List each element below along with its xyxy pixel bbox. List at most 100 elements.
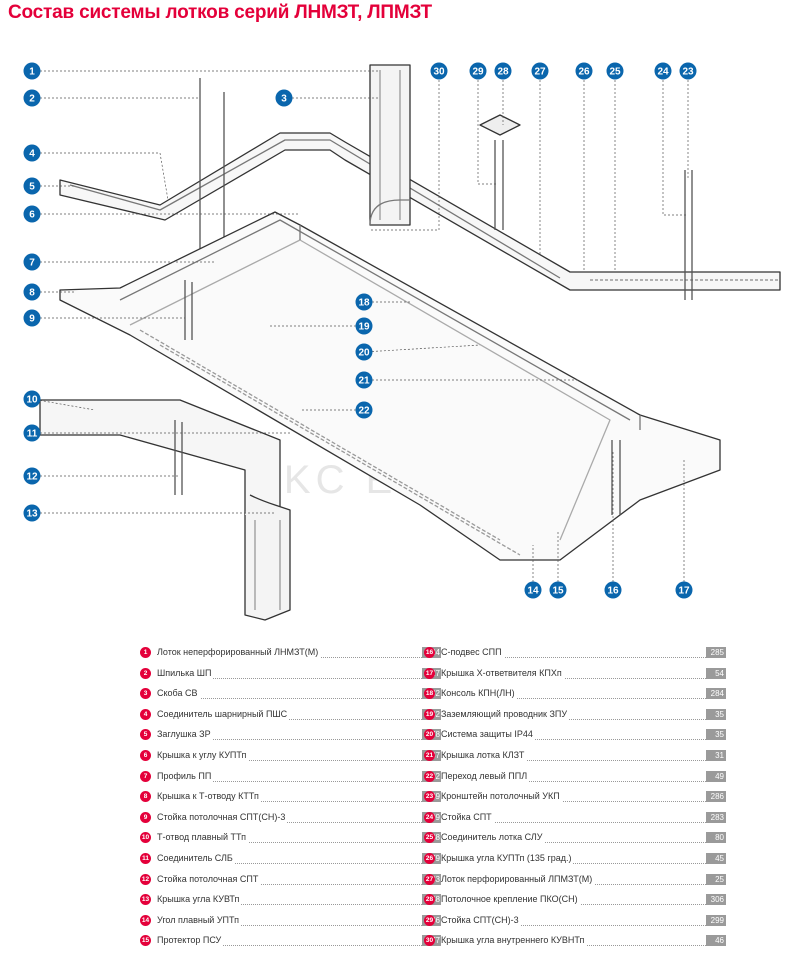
- leader-dots: [441, 677, 706, 679]
- callout-17: 17: [675, 581, 693, 599]
- callout-2: 2: [23, 89, 41, 107]
- svg-text:4: 4: [29, 149, 35, 160]
- leader-dots: [441, 739, 706, 741]
- svg-text:15: 15: [552, 586, 564, 597]
- svg-text:5: 5: [29, 182, 35, 193]
- item-label: С-подвес СПП: [441, 646, 504, 659]
- item-label: Соединитель лотка СЛУ: [441, 831, 545, 845]
- callout-13: 13: [23, 504, 41, 522]
- legend-item: 22 Переход левый ППЛ 49: [424, 769, 754, 791]
- callout-12: 12: [23, 467, 41, 485]
- item-number-badge: 4: [140, 708, 151, 720]
- item-number-badge: 8: [140, 791, 151, 803]
- svg-text:13: 13: [26, 509, 38, 520]
- page-number: 31: [706, 749, 726, 761]
- leader-dots: [157, 821, 422, 823]
- item-number-badge: 9: [140, 811, 151, 823]
- item-label: Переход левый ППЛ: [441, 769, 530, 783]
- page-number: 284: [706, 688, 726, 700]
- item-label: Крышка угла КУВТп: [157, 893, 242, 907]
- lower-tray-run: [39, 399, 291, 621]
- item-label: Крышка Х-ответвителя КПХп: [441, 666, 564, 680]
- item-number-badge: 11: [140, 852, 151, 864]
- page-number: 54: [706, 667, 726, 679]
- item-number-badge: 18: [424, 688, 435, 700]
- callout-7: 7: [23, 253, 41, 271]
- leader-dots: [157, 718, 422, 720]
- item-label: Соединитель шарнирный ПШС: [157, 707, 290, 721]
- item-label: Кронштейн потолочный УКП: [441, 790, 562, 804]
- leader-dots: [157, 842, 422, 844]
- item-label: Заземляющий проводник ЗПУ: [441, 707, 570, 721]
- leader-dots: [441, 780, 706, 782]
- page-number: 35: [706, 729, 726, 741]
- page-number: 285: [706, 647, 726, 658]
- item-label: Лоток неперфорированный ЛНМЗТ(М): [157, 646, 321, 659]
- svg-text:25: 25: [609, 67, 621, 78]
- leader-dots: [441, 862, 706, 864]
- svg-text:3: 3: [281, 94, 287, 105]
- item-number-badge: 5: [140, 729, 151, 741]
- item-number-badge: 30: [424, 935, 435, 947]
- callout-27: 27: [531, 62, 549, 80]
- item-number-badge: 26: [424, 852, 435, 864]
- item-label: Крышка угла КУПТп (135 град.): [441, 851, 574, 865]
- svg-text:12: 12: [26, 472, 38, 483]
- item-label: Потолочное крепление ПКО(СН): [441, 893, 580, 907]
- callout-24: 24: [654, 62, 672, 80]
- svg-text:30: 30: [433, 67, 445, 78]
- callout-20: 20: [355, 343, 373, 361]
- item-number-badge: 12: [140, 873, 151, 885]
- page-number: 25: [706, 873, 726, 885]
- item-label: Крышка лотка КЛЗТ: [441, 748, 527, 762]
- page-number: 286: [706, 791, 726, 803]
- leader-dots: [157, 677, 422, 679]
- ceiling-mount-plate: [479, 114, 521, 136]
- vertical-supports: [174, 140, 693, 515]
- callout-markers: 1 2 3 4 5 6 7 8 9 10 11 12 13 14 15 16 1…: [23, 62, 697, 599]
- svg-text:26: 26: [578, 67, 590, 78]
- svg-text:16: 16: [607, 586, 619, 597]
- leader-dots: [157, 945, 422, 947]
- svg-text:6: 6: [29, 210, 35, 221]
- item-number-badge: 23: [424, 791, 435, 803]
- svg-text:18: 18: [358, 298, 370, 309]
- leader-dots: [157, 739, 422, 741]
- item-label: Крышка к углу КУПТп: [157, 748, 249, 762]
- svg-text:10: 10: [26, 395, 38, 406]
- item-label: Крышка угла внутреннего КУВНТп: [441, 934, 587, 948]
- item-number-badge: 10: [140, 832, 151, 844]
- callout-14: 14: [524, 581, 542, 599]
- page-number: 49: [706, 770, 726, 782]
- callout-10: 10: [23, 390, 41, 408]
- callout-30: 30: [430, 62, 448, 80]
- callout-18: 18: [355, 293, 373, 311]
- item-number-badge: 13: [140, 894, 151, 906]
- svg-text:20: 20: [358, 348, 370, 359]
- callout-22: 22: [355, 401, 373, 419]
- item-number-badge: 22: [424, 770, 435, 782]
- callout-5: 5: [23, 177, 41, 195]
- item-label: Стойка потолочная СПТ(СН)-3: [157, 810, 288, 824]
- leader-dots: [157, 883, 422, 885]
- item-number-badge: 1: [140, 647, 151, 658]
- svg-text:11: 11: [27, 429, 38, 440]
- item-number-badge: 14: [140, 914, 151, 926]
